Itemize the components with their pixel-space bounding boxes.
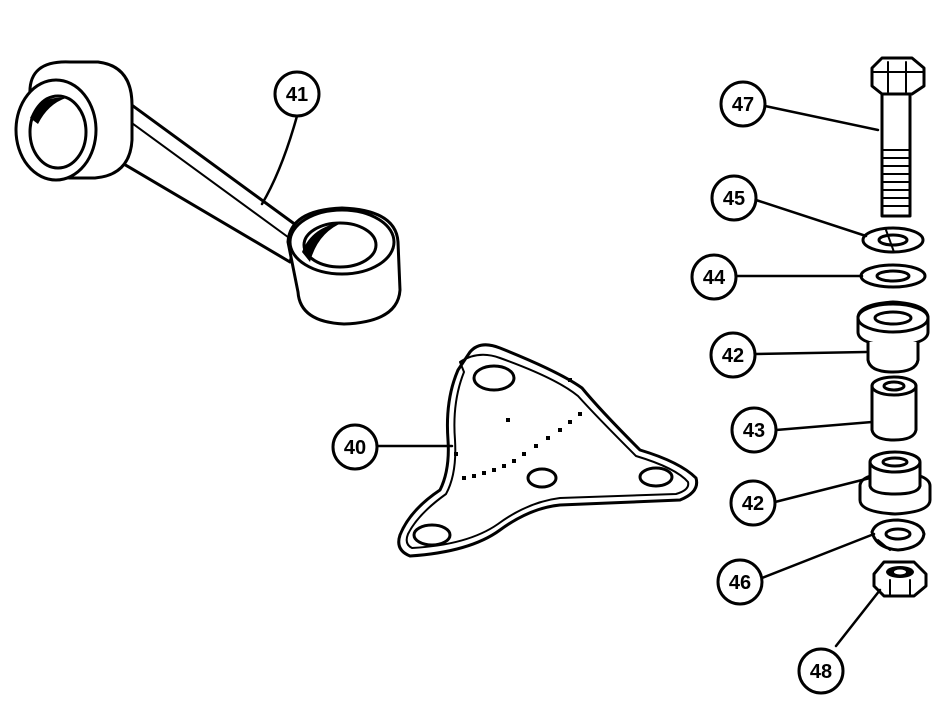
callout-47: 47 [719, 80, 767, 128]
callout-47-label: 47 [732, 94, 754, 116]
part-44-flat-washer [859, 263, 927, 289]
leader-45 [754, 198, 868, 238]
callout-44: 44 [690, 253, 738, 301]
callout-45-label: 45 [723, 188, 745, 210]
link-arm-left-eye [14, 60, 134, 182]
part-42-lower-flanged-bushing [858, 450, 932, 516]
leader-46 [760, 532, 876, 580]
mounting-plate-outline [397, 343, 699, 558]
callout-43-label: 43 [743, 420, 765, 442]
mounting-plate-hole-top [472, 364, 516, 392]
part-45-spring-washer [861, 226, 925, 254]
callout-40: 40 [331, 423, 379, 471]
part-42-upper-flanged-bushing [856, 300, 930, 374]
leader-lines [260, 104, 882, 648]
callout-44-label: 44 [703, 267, 726, 289]
callout-42-lower: 42 [729, 479, 777, 527]
leader-42-upper [753, 350, 868, 356]
callout-48: 48 [797, 647, 845, 695]
mounting-plate-hole-center [526, 467, 558, 489]
part-48-hex-nut [872, 560, 928, 598]
leader-41 [260, 114, 299, 206]
bolt-shank [880, 92, 912, 218]
callout-42-lower-label: 42 [742, 493, 764, 515]
mounting-plate-rivet-dots [454, 378, 582, 480]
callout-40-label: 40 [344, 437, 366, 459]
callout-45: 45 [710, 174, 758, 222]
link-arm-rod-highlight [124, 117, 293, 241]
bolt-hex-head [870, 56, 926, 96]
leader-43 [774, 420, 874, 432]
leader-48 [834, 588, 882, 648]
part-47-hex-bolt [870, 56, 926, 218]
part-43-sleeve [870, 375, 918, 442]
mounting-plate-hole-left [412, 523, 452, 547]
part-40-mounting-plate [397, 343, 699, 558]
callout-42-upper-label: 42 [722, 345, 744, 367]
callout-43: 43 [730, 406, 778, 454]
callout-46-label: 46 [729, 572, 751, 594]
callout-41: 41 [273, 70, 321, 118]
part-41-link-arm [14, 60, 402, 326]
callout-48-label: 48 [810, 661, 832, 683]
callout-46: 46 [716, 558, 764, 606]
callout-42-upper: 42 [709, 331, 757, 379]
leader-47 [763, 104, 880, 132]
leader-42-lower [773, 476, 872, 504]
bolt-head-facets [871, 61, 925, 93]
mounting-plate-inner-edge [405, 353, 690, 549]
link-arm-right-eye [286, 206, 402, 326]
bolt-thread [881, 149, 911, 207]
callout-41-label: 41 [286, 84, 308, 106]
mounting-plate-hole-right [638, 466, 674, 488]
part-46-spring-washer [870, 518, 926, 552]
